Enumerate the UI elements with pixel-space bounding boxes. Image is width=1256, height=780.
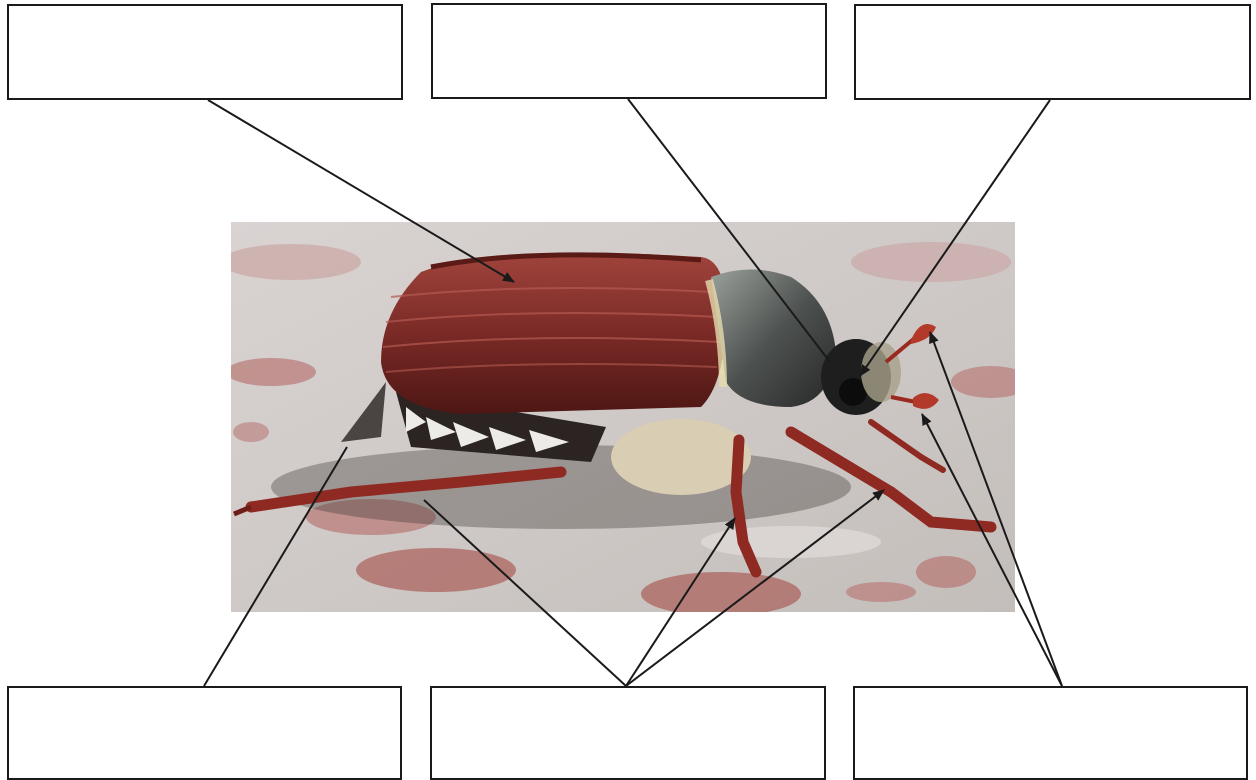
label-box-top-right[interactable]: [854, 4, 1251, 100]
beetle-photo: [231, 222, 1015, 612]
label-box-bottom-left[interactable]: [7, 686, 402, 780]
label-box-bottom-middle[interactable]: [430, 686, 826, 780]
label-box-top-middle[interactable]: [431, 3, 827, 99]
label-box-top-left[interactable]: [7, 4, 403, 100]
label-box-bottom-right[interactable]: [853, 686, 1248, 780]
